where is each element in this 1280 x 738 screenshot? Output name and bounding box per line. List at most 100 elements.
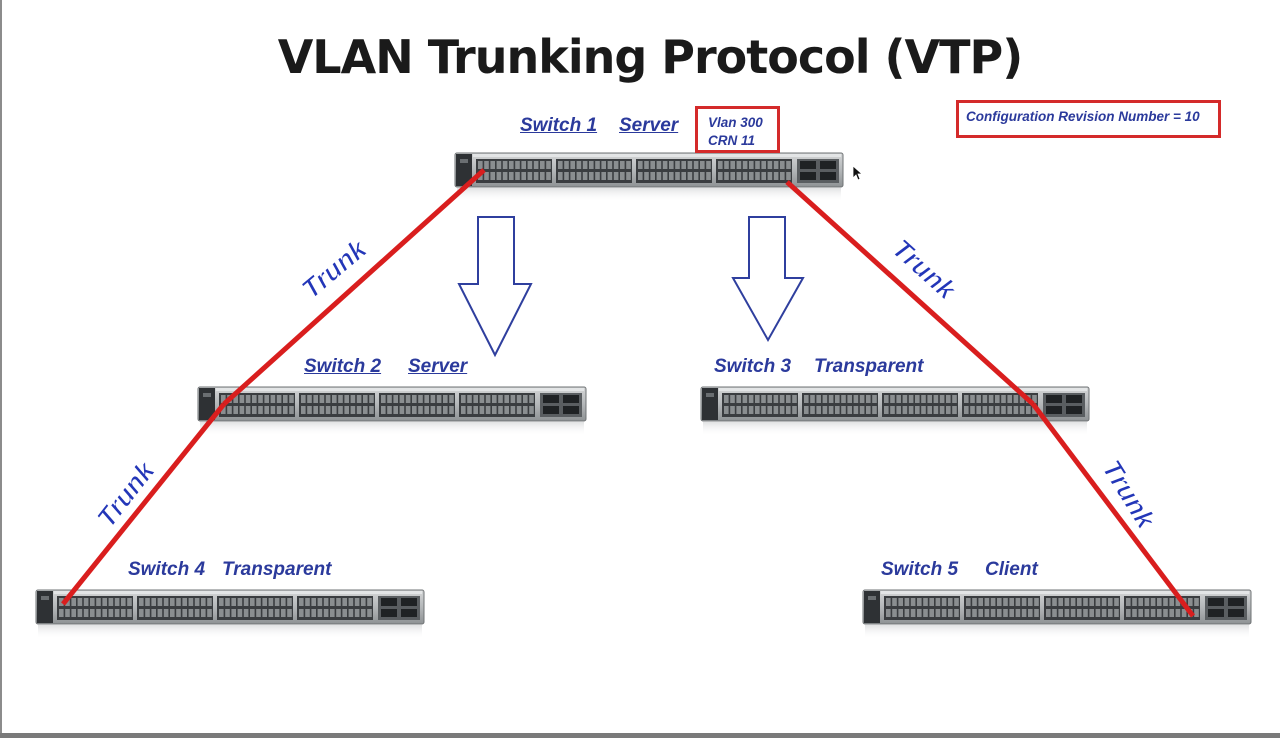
switch-port [995,406,1000,414]
switch-port [243,609,249,617]
switch-port [786,406,791,414]
switch-port [533,172,539,180]
switch-port [1046,598,1051,606]
switch-port [521,161,526,169]
switch-port [1083,609,1088,617]
switch-port [724,406,729,414]
switch-port [264,395,269,403]
switch-port [96,609,101,617]
switch-port [908,395,914,403]
switch-port [681,161,686,169]
switch-port [896,395,901,403]
switch-port [706,161,711,169]
switch-highlight [881,591,1249,594]
switch-port [1028,598,1033,606]
switch-port [344,395,349,403]
switch-port [662,172,668,180]
switch-port [237,598,243,606]
switch-port [724,161,729,169]
switch-port [311,598,316,606]
switch-port [1046,609,1051,617]
switch-port [964,406,969,414]
switch-port [540,161,545,169]
switch-port [399,395,405,403]
switch-port [620,172,625,180]
switch-highlight [719,388,1087,391]
switch-port [449,395,454,403]
switch-port [1132,609,1137,617]
switch-port [984,609,990,617]
switch-port [485,395,491,403]
switch-port [262,609,267,617]
switch-port [121,609,126,617]
switch-port [473,395,478,403]
switch-port [748,406,754,414]
switch-port [225,598,230,606]
switch-port [523,406,528,414]
switch-reflection [865,625,1249,639]
switch-port [201,609,206,617]
switch-port [564,161,569,169]
switch-port [946,395,951,403]
switch-port [601,161,606,169]
switch-port [245,406,251,414]
switch-port [935,598,941,606]
switch-port [139,598,144,606]
switch-port [626,161,631,169]
switch-port [761,395,766,403]
switch-port [859,406,865,414]
switch-port [276,395,282,403]
switch-port [504,395,509,403]
switch-port [866,395,871,403]
switch-port [523,395,528,403]
switch-port [1001,395,1006,403]
switch-port [816,406,821,414]
switch-port [338,395,343,403]
propagation-arrow-right [731,216,805,343]
switch-port [305,598,310,606]
switch-1-name: Switch 1 [520,115,598,136]
switch-port [792,406,797,414]
switch-reflection [703,422,1087,436]
switch-port [287,598,292,606]
switch-port [736,161,742,169]
switch-port [443,395,448,403]
switch-port [1157,609,1162,617]
switch-port [828,406,834,414]
switch-port [393,406,398,414]
config-revision-text: Configuration Revision Number = 10 [966,109,1200,124]
switch-port [436,395,442,403]
switch-port [761,161,766,169]
switch-port [767,161,773,169]
trunk-link-switch3-switch5 [1031,402,1195,618]
switch-port [990,609,996,617]
switch-port [706,172,711,180]
switch-port [773,406,779,414]
switch-port [847,406,852,414]
switch-port [822,395,828,403]
switch-port [233,406,238,414]
switch-port [71,609,76,617]
switch-1-mode: Server [619,115,679,136]
switch-port [736,172,742,180]
switch-port [847,395,852,403]
switch-port [1021,598,1027,606]
switch-port [323,609,329,617]
switch-3-name: Switch 3 [714,356,792,377]
switch-port [478,161,483,169]
switch-port [576,172,582,180]
trunk-link-switch1-switch3 [785,180,1035,406]
switch-port [964,395,969,403]
switch-bezel [864,591,880,623]
switch-port [890,395,895,403]
switch-port [742,406,748,414]
switch-port [1163,609,1168,617]
switch-port [317,598,323,606]
switch-port [270,395,276,403]
switch-port [935,609,941,617]
switch-port [225,609,230,617]
switch-port [323,598,329,606]
switch-port [872,406,877,414]
switch-5-mode: Client [985,559,1038,580]
switch-4-name: Switch 4 [128,559,206,580]
